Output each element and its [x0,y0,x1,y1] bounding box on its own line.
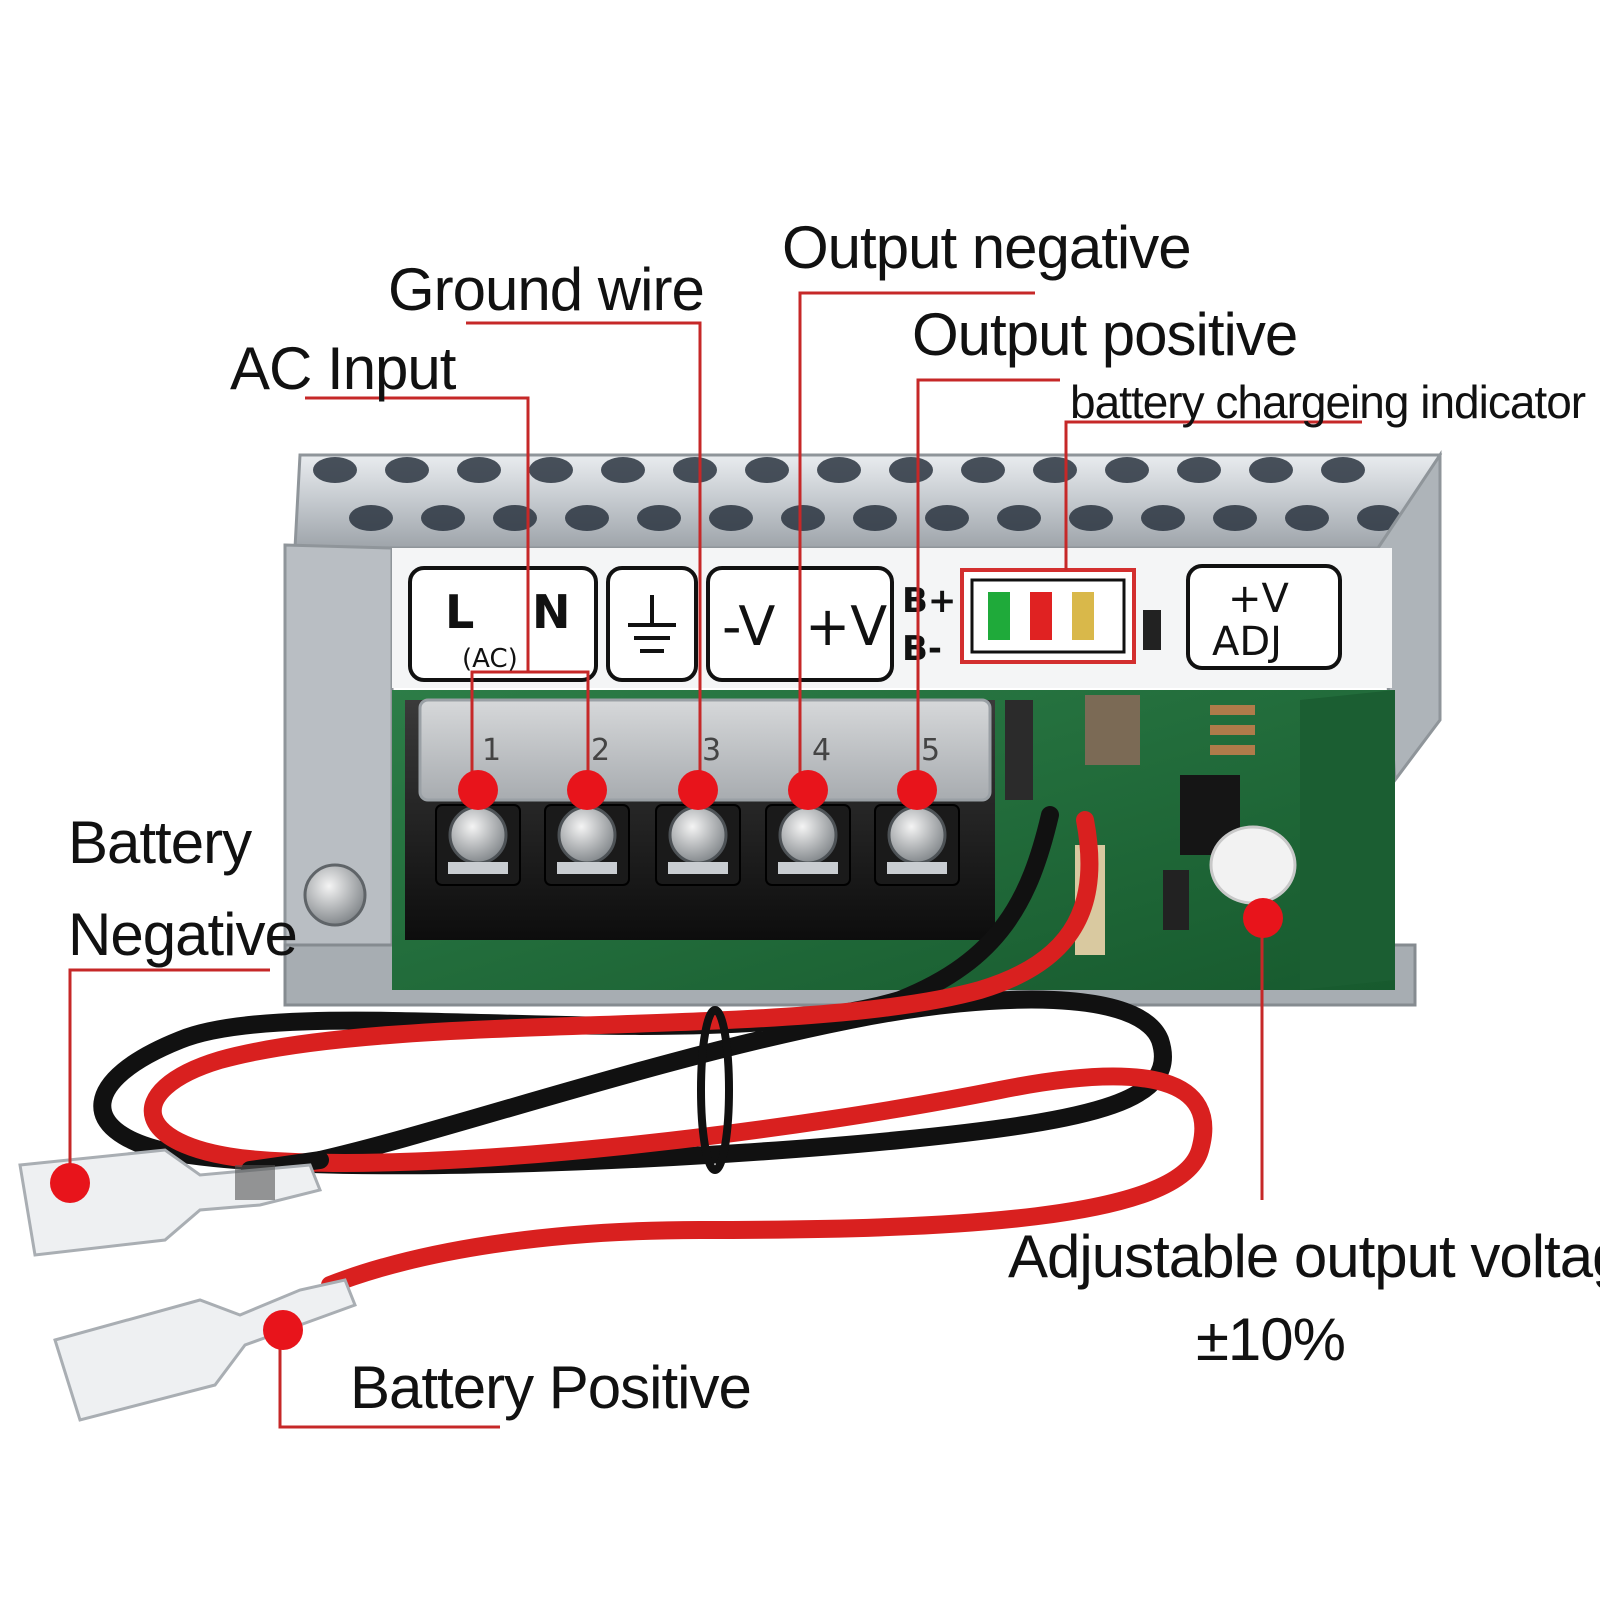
terminal-screw[interactable] [448,805,508,865]
vent-hole [565,505,609,531]
vent-hole [997,505,1041,531]
output-negative-label: Output negative [782,214,1192,281]
panel-label-plus-v: +V [805,595,887,658]
panel-label-adj-bottom: ADJ [1212,619,1282,665]
red-wire [143,811,1213,1294]
vent-hole [457,457,501,483]
leader-ac-input [305,396,590,790]
vent-hole [673,457,717,483]
vent-hole [1141,505,1185,531]
indicator-led-red [1030,592,1052,640]
label-panel: L N (AC) -V +V B+ B- +V ADJ [392,548,1392,688]
ground-symbol-icon [628,595,676,653]
vent-hole [709,505,753,531]
battery-indicator-label: battery chargeing indicator [1070,376,1586,428]
adjustable-voltage-label-line1: Adjustable output voltage [1008,1223,1600,1290]
ground-wire-label: Ground wire [388,256,705,323]
inductor-component [1085,695,1140,765]
vent-hole [349,505,393,531]
output-positive-label: Output positive [912,301,1298,368]
leader-output-positive [916,378,1060,790]
vent-hole [1177,457,1221,483]
vent-hole [925,505,969,531]
vent-hole [1033,457,1077,483]
terminal-number: 5 [921,733,940,768]
callout-dot [567,770,607,810]
leader-lines [68,291,1362,1429]
leader-battery-positive [278,1330,500,1429]
leader-battery-negative [68,968,270,1183]
vent-hole [853,505,897,531]
terminal-number: 2 [591,733,610,768]
vent-hole [1321,457,1365,483]
vent-hole [889,457,933,483]
leader-battery-indicator [1064,420,1362,570]
vent-hole [601,457,645,483]
vent-hole [493,505,537,531]
negative-connector [18,1148,323,1257]
terminal-number: 4 [812,733,831,768]
panel-label-b-minus: B- [902,629,942,669]
callout-dot [263,1310,303,1350]
adj-label-box [1186,564,1342,670]
terminal-screw[interactable] [668,805,728,865]
panel-label-adj-top: +V [1228,576,1290,622]
callout-dot [50,1163,90,1203]
battery-negative-label-line1: Battery [68,809,252,876]
callout-dot [678,770,718,810]
vent-hole [421,505,465,531]
vent-hole [385,457,429,483]
terminal-screw[interactable] [557,805,617,865]
panel-label-ac: (AC) [462,644,518,674]
vent-hole [1285,505,1329,531]
panel-label-minus-v: -V [722,595,775,658]
vent-hole [1249,457,1293,483]
callout-dot [788,770,828,810]
mounting-screw [303,863,367,927]
ac-input-label-box [408,566,598,682]
callout-dot [458,770,498,810]
panel-label-n: N [532,585,571,639]
battery-positive-label: Battery Positive [350,1354,752,1421]
terminal-screw[interactable] [778,805,838,865]
panel-label-b-plus: B+ [902,581,956,621]
battery-negative-label-line2: Negative [68,901,298,968]
indicator-led-yellow [1072,592,1094,640]
callout-markers [50,770,1283,1350]
vent-hole [817,457,861,483]
vent-hole [1069,505,1113,531]
vent-hole [1105,457,1149,483]
panel-label-l: L [445,585,474,639]
vent-hole [637,505,681,531]
leader-ground-wire [466,321,702,790]
leader-output-negative [798,291,1035,790]
positive-connector [53,1278,357,1422]
adjustable-voltage-label-line2: ±10% [1196,1306,1346,1373]
ventilation-holes [313,457,1401,531]
vent-hole [781,505,825,531]
indicator-led-green [988,592,1010,640]
callout-dot [897,770,937,810]
vent-hole [961,457,1005,483]
terminal-screw[interactable] [887,805,947,865]
vent-hole [745,457,789,483]
switch-component [1163,870,1189,930]
adjustment-potentiometer-knob[interactable] [1209,825,1297,905]
vent-hole [1357,505,1401,531]
cable-tie [697,1006,733,1174]
terminal-number: 3 [702,733,721,768]
vent-hole [1213,505,1257,531]
ac-input-label: AC Input [230,335,456,402]
terminal-number: 1 [482,733,501,768]
callout-dot [1243,898,1283,938]
vent-hole [313,457,357,483]
indicator-led-small [1143,610,1161,650]
vent-hole [529,457,573,483]
